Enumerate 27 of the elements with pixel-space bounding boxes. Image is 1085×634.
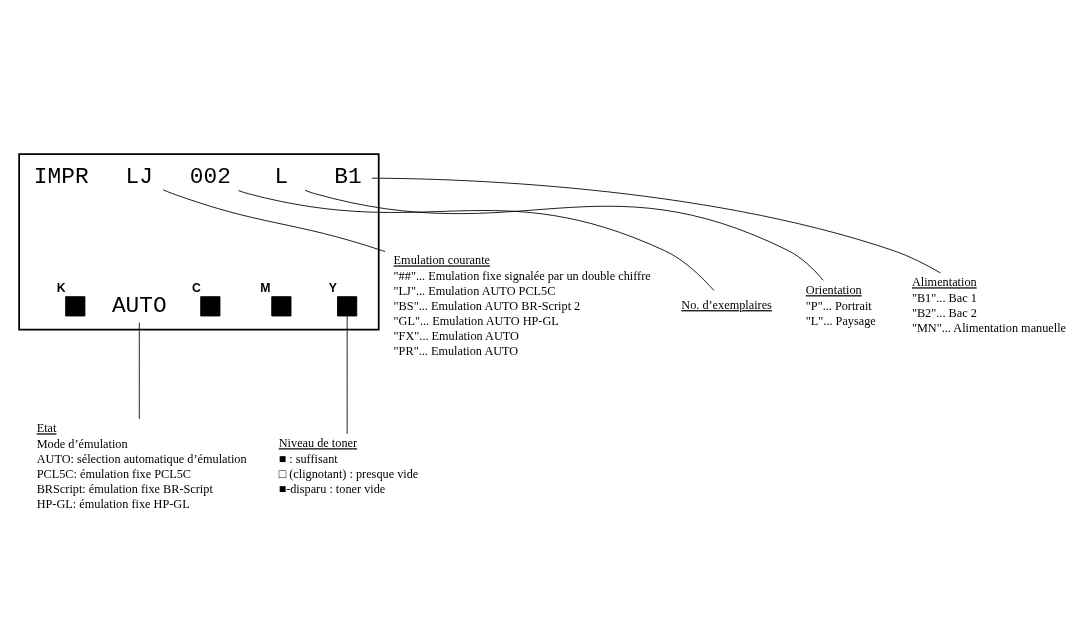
node-text: Niveau de toner ■ : suffisant □ (clignotant) : presque vide ■-disparu : toner vide — [278, 435, 419, 496]
connector — [138, 321, 140, 419]
node-text: AUTO — [111, 292, 167, 319]
node-label: C — [191, 280, 201, 295]
node-box — [271, 295, 292, 316]
node-text: Alimentation "B1"... Bac 1 "B2"... Bac 2 "MN"... Alimentation manuelle — [911, 274, 1067, 335]
node-text: Orientation "P"... Portrait "L"... Paysage — [805, 282, 876, 328]
node-text: Etat Mode d’émulation AUTO: sélection automatique d’émulation PCL5C: émulation fixe PCL5C BRScript: émulation fixe BR-Script HP-GL: émulation fixe HP-GL — [36, 420, 247, 511]
node-text: L — [274, 163, 289, 190]
connector — [238, 189, 715, 291]
node-text: 002 — [189, 163, 231, 190]
node-text: B1 — [334, 163, 362, 190]
node-text: LJ — [125, 163, 153, 190]
node-text: IMPR — [33, 163, 89, 190]
node-text: Emulation courante "##"... Emulation fixe signalée par un double chiffre "LJ"... Emulation AUTO PCL5C "BS"... Emulation AUTO BR-Script 2 "GL"... Emulation AUTO HP-GL "FX"... Emulation AUTO "PR"... Emulation AUTO — [393, 252, 651, 358]
connector — [371, 177, 941, 273]
node-box — [200, 295, 221, 316]
connector — [304, 189, 824, 281]
connector — [162, 188, 386, 252]
node-label: Y — [328, 280, 337, 295]
node-text: No. d’exemplaires — [681, 297, 772, 312]
node-box — [337, 295, 358, 316]
cluster — [18, 152, 380, 330]
node-box — [65, 295, 86, 316]
node-label: K — [56, 280, 66, 295]
connector — [346, 315, 348, 434]
node-label: M — [260, 280, 271, 295]
